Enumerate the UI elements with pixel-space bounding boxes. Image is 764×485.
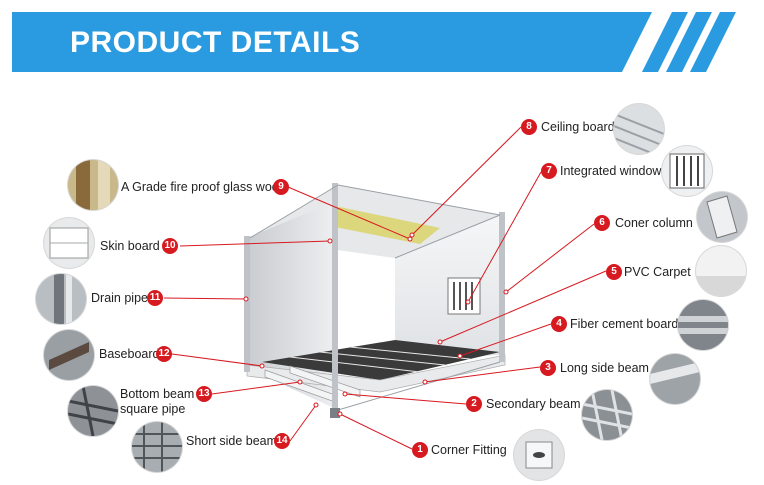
label-corner-fitting: Corner Fitting [431,443,507,457]
marker-2: 2 [466,396,482,412]
bottom-frame [246,354,506,393]
floor-carpet [262,340,500,380]
label-integrated-window: Integrated window [560,164,662,178]
leader-lines [163,126,607,450]
label-bottom-beam-line1: Bottom beam [120,387,195,401]
pvc-carpet-photo-icon [696,246,746,296]
banner-shape [12,12,752,72]
corner-fitting-photo-icon [514,430,564,480]
short-side-beam-photo-icon [132,422,182,472]
label-long-side-beam: Long side beam [560,361,649,375]
marker-13: 13 [196,386,212,402]
long-side-beam-photo-icon [650,354,700,404]
corner-column-photo-icon [697,192,747,242]
fiber-cement-board-photo-icon [678,300,728,350]
label-baseboard: Baseboard [99,347,160,361]
leader-dots [243,232,509,417]
ceiling-board-photo-icon [614,104,664,154]
marker-1: 1 [412,442,428,458]
marker-9: 9 [273,179,289,195]
label-ceiling-board: Ceiling board [541,120,615,134]
label-fiber-cement-board: Fiber cement board [570,317,679,331]
marker-6: 6 [594,215,610,231]
corner-fitting-block [330,408,340,418]
baseboard-photo-icon [44,330,94,380]
glass-wool-photo-icon [68,160,118,210]
marker-5: 5 [606,264,622,280]
label-corner-column: Coner column [615,216,693,230]
window-bars [453,282,473,310]
label-pvc-carpet: PVC Carpet [624,265,691,279]
drain-pipe-photo-icon [36,274,86,324]
integrated-window-photo-icon [662,146,712,196]
marker-4: 4 [551,316,567,332]
label-glass-wool: A Grade fire proof glass wool [121,180,282,194]
marker-14: 14 [274,433,290,449]
frame-edges [249,184,501,411]
secondary-beam-photo-icon [582,390,632,440]
skin-board-photo-icon [44,218,94,268]
window-frame [447,277,481,315]
marker-3: 3 [540,360,556,376]
marker-8: 8 [521,119,537,135]
marker-10: 10 [162,238,178,254]
page-title: PRODUCT DETAILS [70,26,361,59]
bottom-beam-photo-icon [68,386,118,436]
floor-joists [289,346,471,373]
marker-12: 12 [156,346,172,362]
label-bottom-beam-line2: square pipe [120,402,186,416]
label-skin-board: Skin board [100,239,160,253]
label-short-side-beam: Short side beam [186,434,278,448]
label-secondary-beam: Secondary beam [486,397,581,411]
label-drain-pipe: Drain pipe [91,291,148,305]
header-banner: PRODUCT DETAILS [12,12,752,72]
corner-columns [244,183,505,414]
marker-11: 11 [147,290,163,306]
marker-7: 7 [541,163,557,179]
